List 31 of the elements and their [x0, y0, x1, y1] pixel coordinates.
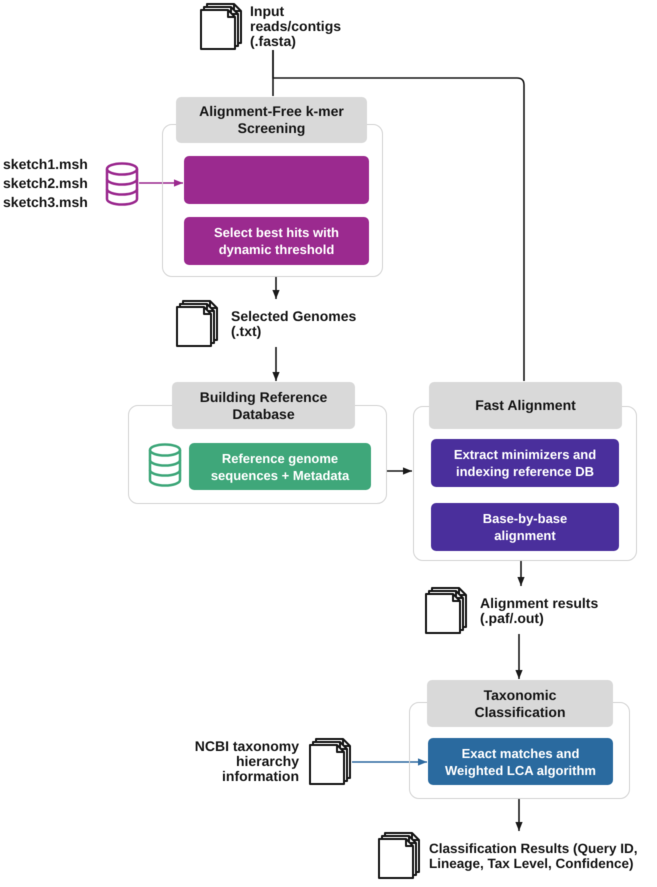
process-step: Select best hits with dynamic threshold	[184, 217, 369, 265]
process-panel	[128, 382, 387, 504]
process-step: Exact matches and Weighted LCA algorithm	[428, 738, 613, 785]
arrow	[272, 347, 280, 381]
arrow	[352, 758, 427, 766]
process-step: Extract minimizers and indexing reference DB	[431, 439, 619, 487]
file-label: Classification Results (Query ID, Lineage, Tax Level, Confidence)	[429, 840, 639, 870]
panel-title: Taxonomic Classification	[427, 680, 613, 727]
process-panel	[162, 97, 383, 277]
process-step	[184, 156, 369, 204]
process-step: Base-by-base alignment	[431, 503, 619, 551]
arrow	[272, 277, 280, 299]
file-name: sketch3.msh	[3, 193, 89, 212]
arrow	[517, 561, 525, 586]
file-label: NCBI taxonomy hierarchy information	[194, 739, 299, 784]
arrow	[139, 179, 183, 187]
arrow	[515, 634, 523, 679]
file-label: Selected Genomes (.txt)	[231, 308, 358, 338]
process-panel	[409, 680, 630, 799]
file-name: sketch1.msh	[3, 155, 89, 174]
process-panel	[413, 382, 637, 561]
process-step: Reference genome sequences + Metadata	[189, 443, 371, 490]
file-label: Alignment results (.paf/.out)	[480, 596, 600, 626]
arrow	[387, 467, 412, 475]
panel-title: Building Reference Database	[172, 382, 355, 429]
file-label: Input reads/contigs (.fasta)	[250, 4, 342, 49]
connector-line	[272, 50, 525, 381]
arrow	[515, 799, 523, 831]
panel-title: Fast Alignment	[429, 382, 622, 429]
file-name: sketch2.msh	[3, 174, 89, 193]
panel-title: Alignment-Free k-mer Screening	[176, 97, 367, 143]
